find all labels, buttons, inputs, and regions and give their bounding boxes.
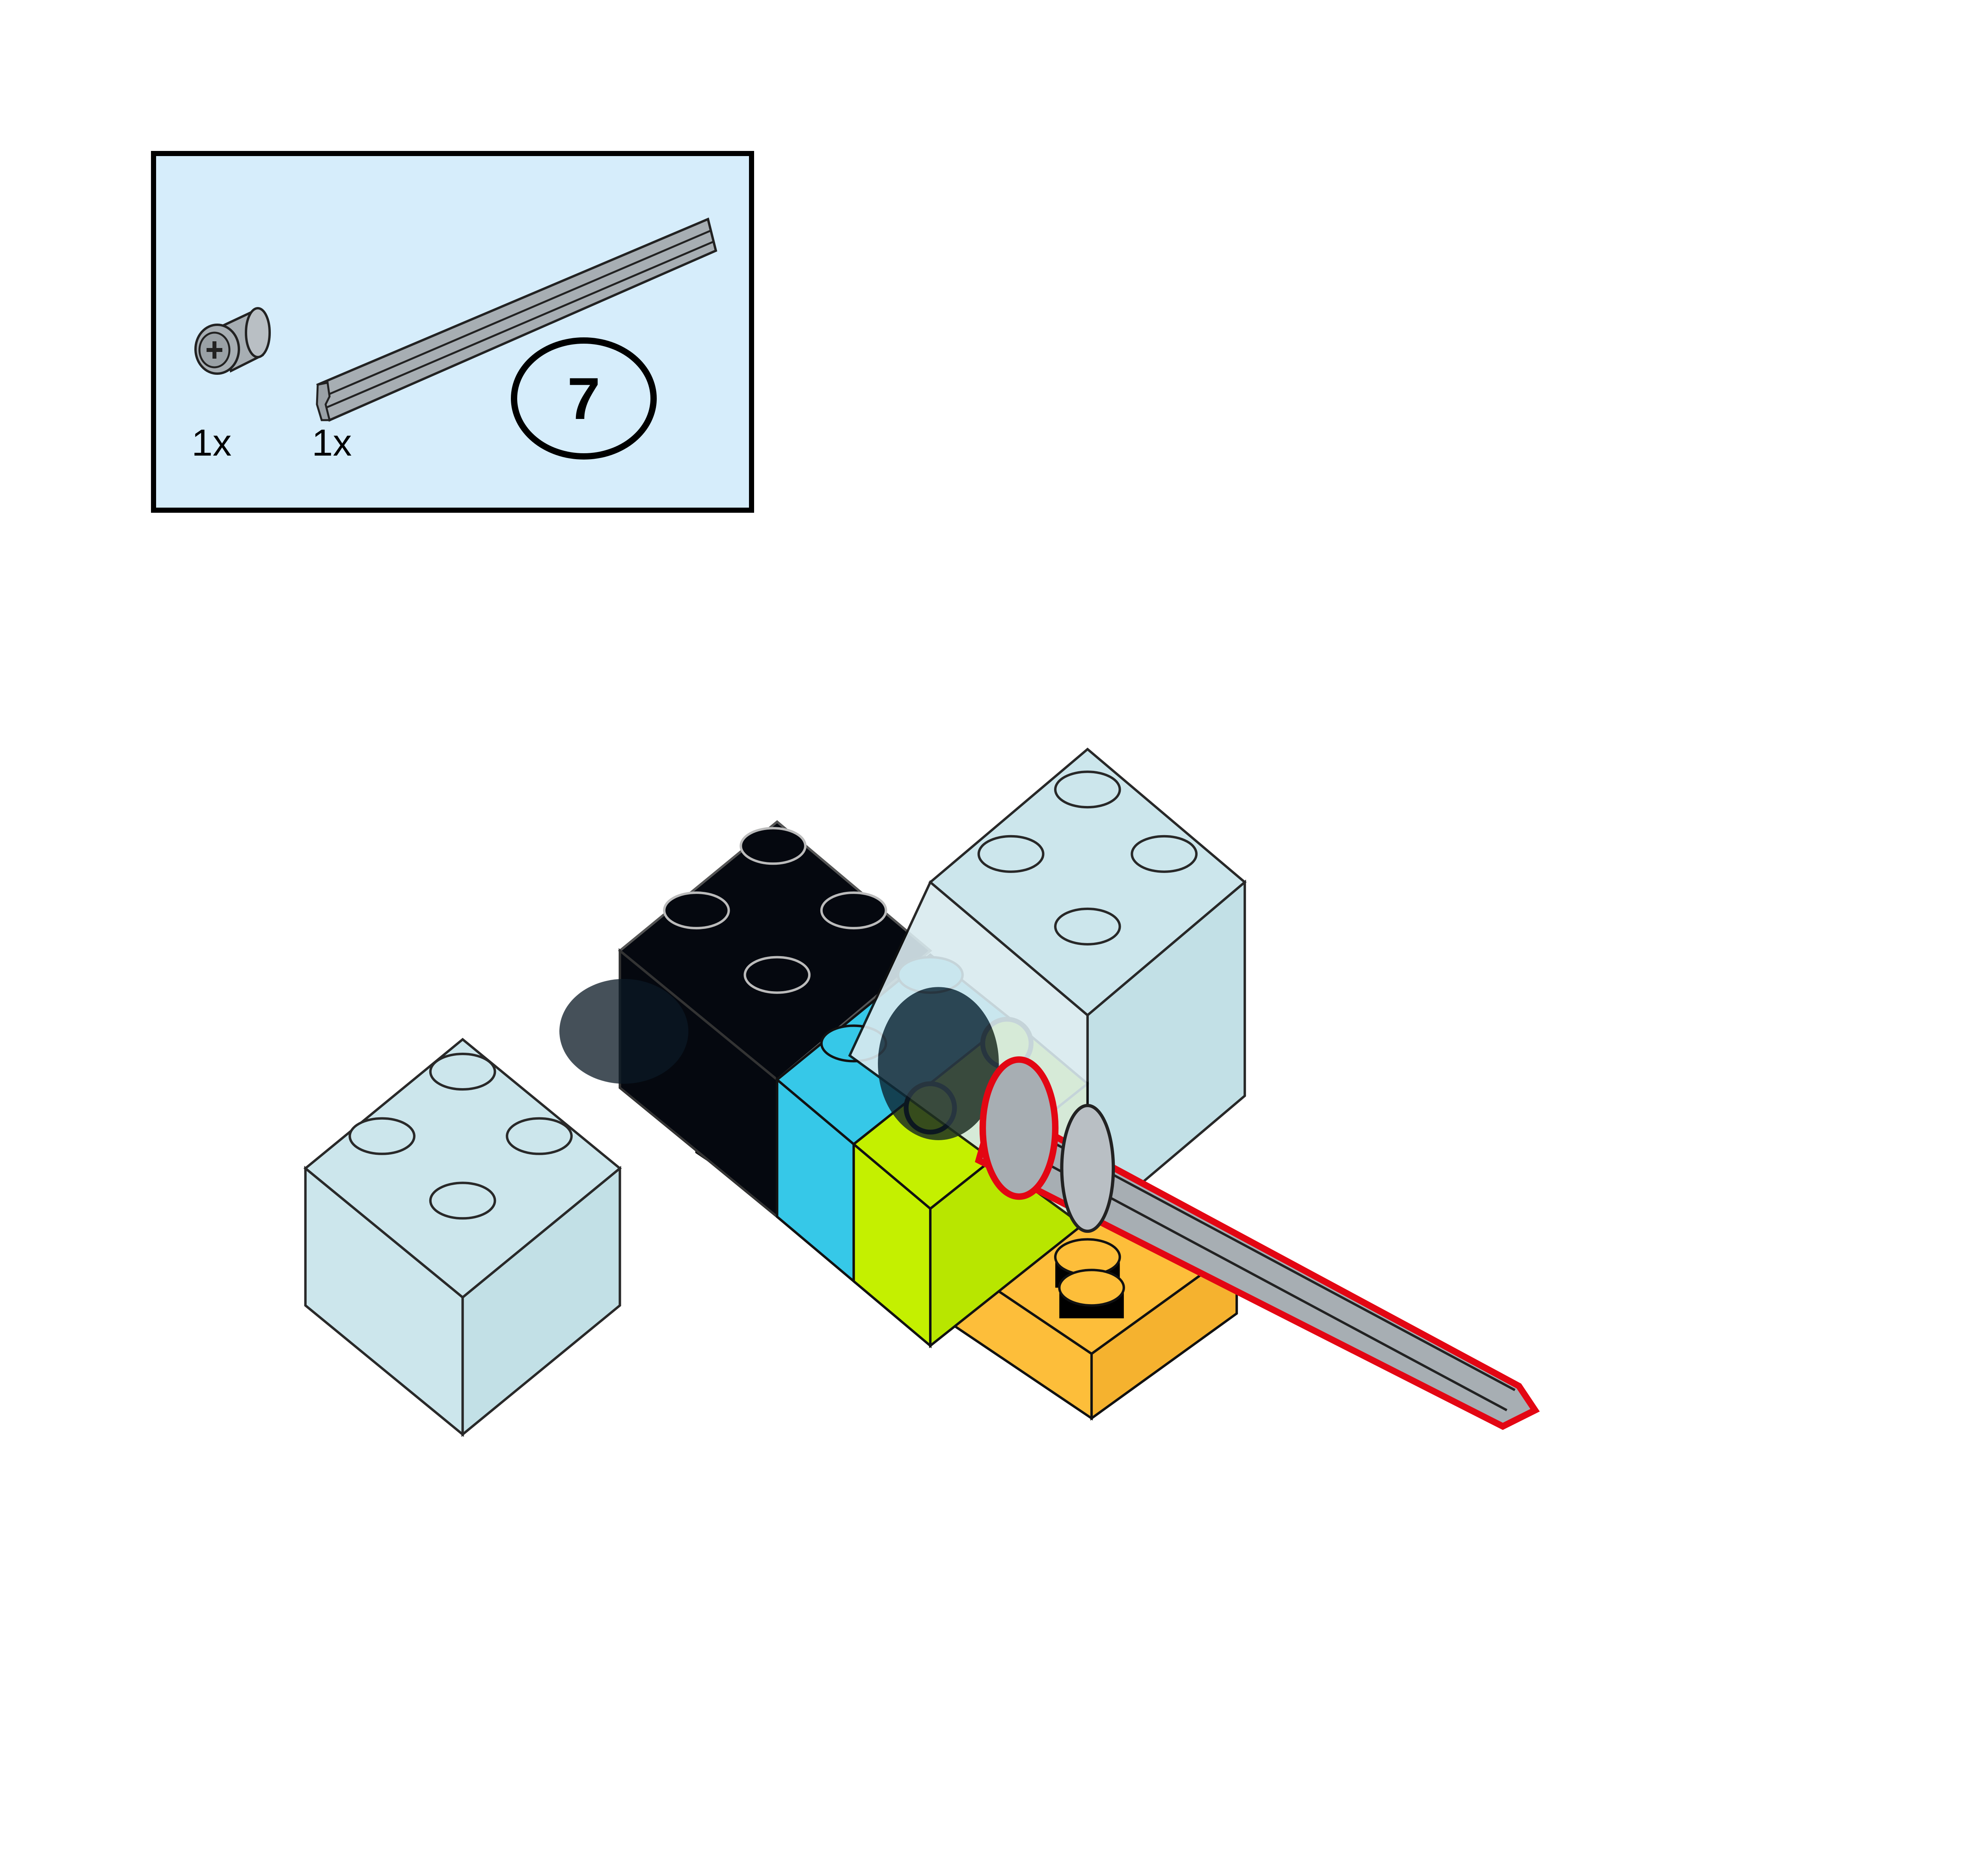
trans-clear-brick-right <box>848 747 1247 1232</box>
axle-quantity: 1x <box>312 422 352 464</box>
trans-clear-brick-left <box>303 979 689 1437</box>
axle-part-icon <box>316 217 717 422</box>
parts-callout-box: 1x 1x 7 <box>151 151 754 513</box>
bushing-part-icon <box>194 307 271 375</box>
step-number: 7 <box>567 365 600 432</box>
bushing-quantity: 1x <box>192 422 232 464</box>
assembly-illustration <box>303 747 1540 1437</box>
step-number-badge: 7 <box>511 337 657 460</box>
new-axle-with-bushing <box>975 1056 1540 1430</box>
